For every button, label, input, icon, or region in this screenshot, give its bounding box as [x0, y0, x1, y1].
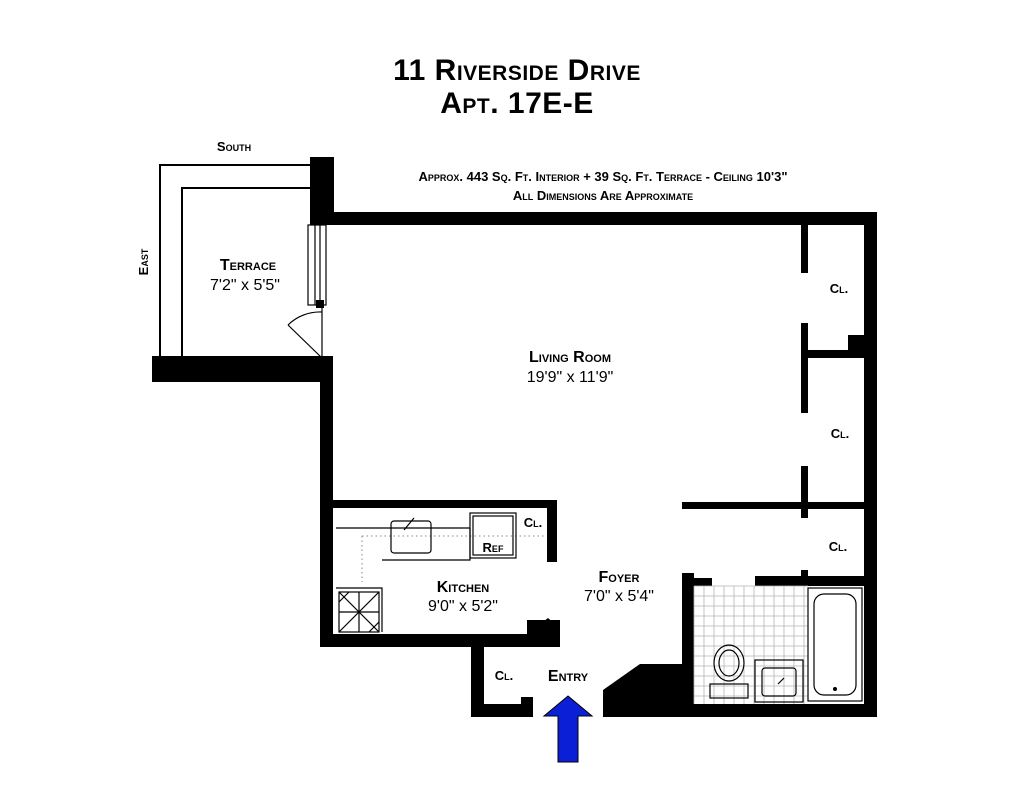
area-note: Approx. 443 Sq. Ft. Interior + 39 Sq. Ft… [419, 169, 788, 184]
entry-closet-walls [521, 664, 684, 717]
plan-title-apartment: Apt. 17E-E [440, 87, 594, 120]
kitchen-name: Kitchen [437, 579, 490, 596]
bathtub [807, 587, 863, 702]
living-room-dimensions: 19'9" x 11'9" [527, 369, 614, 386]
entry-closet-label: Cl. [495, 668, 514, 683]
terrace-name: Terrace [220, 257, 276, 274]
bathroom-sink [754, 659, 804, 703]
toilet [709, 644, 749, 699]
refrigerator [469, 512, 517, 559]
entry-label: Entry [548, 668, 589, 685]
terrace-window [307, 224, 327, 308]
refrigerator-label: Ref [483, 540, 504, 555]
terrace-door-swing [287, 308, 323, 359]
terrace-floor-wall [152, 356, 332, 382]
plan-title-address: 11 Riverside Drive [393, 54, 641, 87]
terrace-dimensions: 7'2" x 5'5" [210, 277, 280, 294]
living-room-name: Living Room [529, 349, 611, 366]
entry-arrow [542, 695, 594, 763]
kitchen-dimensions: 9'0" x 5'2" [428, 598, 498, 615]
stove [338, 591, 380, 633]
dimensions-disclaimer: All Dimensions Are Approximate [513, 188, 693, 203]
foyer-name: Foyer [599, 569, 640, 586]
bathroom-walls [682, 573, 712, 717]
east-closet-walls [682, 225, 864, 586]
kitchen-sink [390, 517, 432, 554]
compass-south-label: South [217, 139, 251, 154]
terrace-outline [159, 164, 310, 357]
compass-east-label: East [136, 248, 151, 275]
foyer-dimensions: 7'0" x 5'4" [584, 588, 654, 605]
closet-middle-label: Cl. [831, 426, 850, 441]
exterior-walls [310, 157, 877, 717]
bathroom-tile-floor [693, 585, 808, 704]
closet-lower-label: Cl. [829, 539, 848, 554]
closet-upper-label: Cl. [830, 281, 849, 296]
kitchen-walls [333, 500, 560, 647]
kitchen-closet-label: Cl. [524, 515, 543, 530]
